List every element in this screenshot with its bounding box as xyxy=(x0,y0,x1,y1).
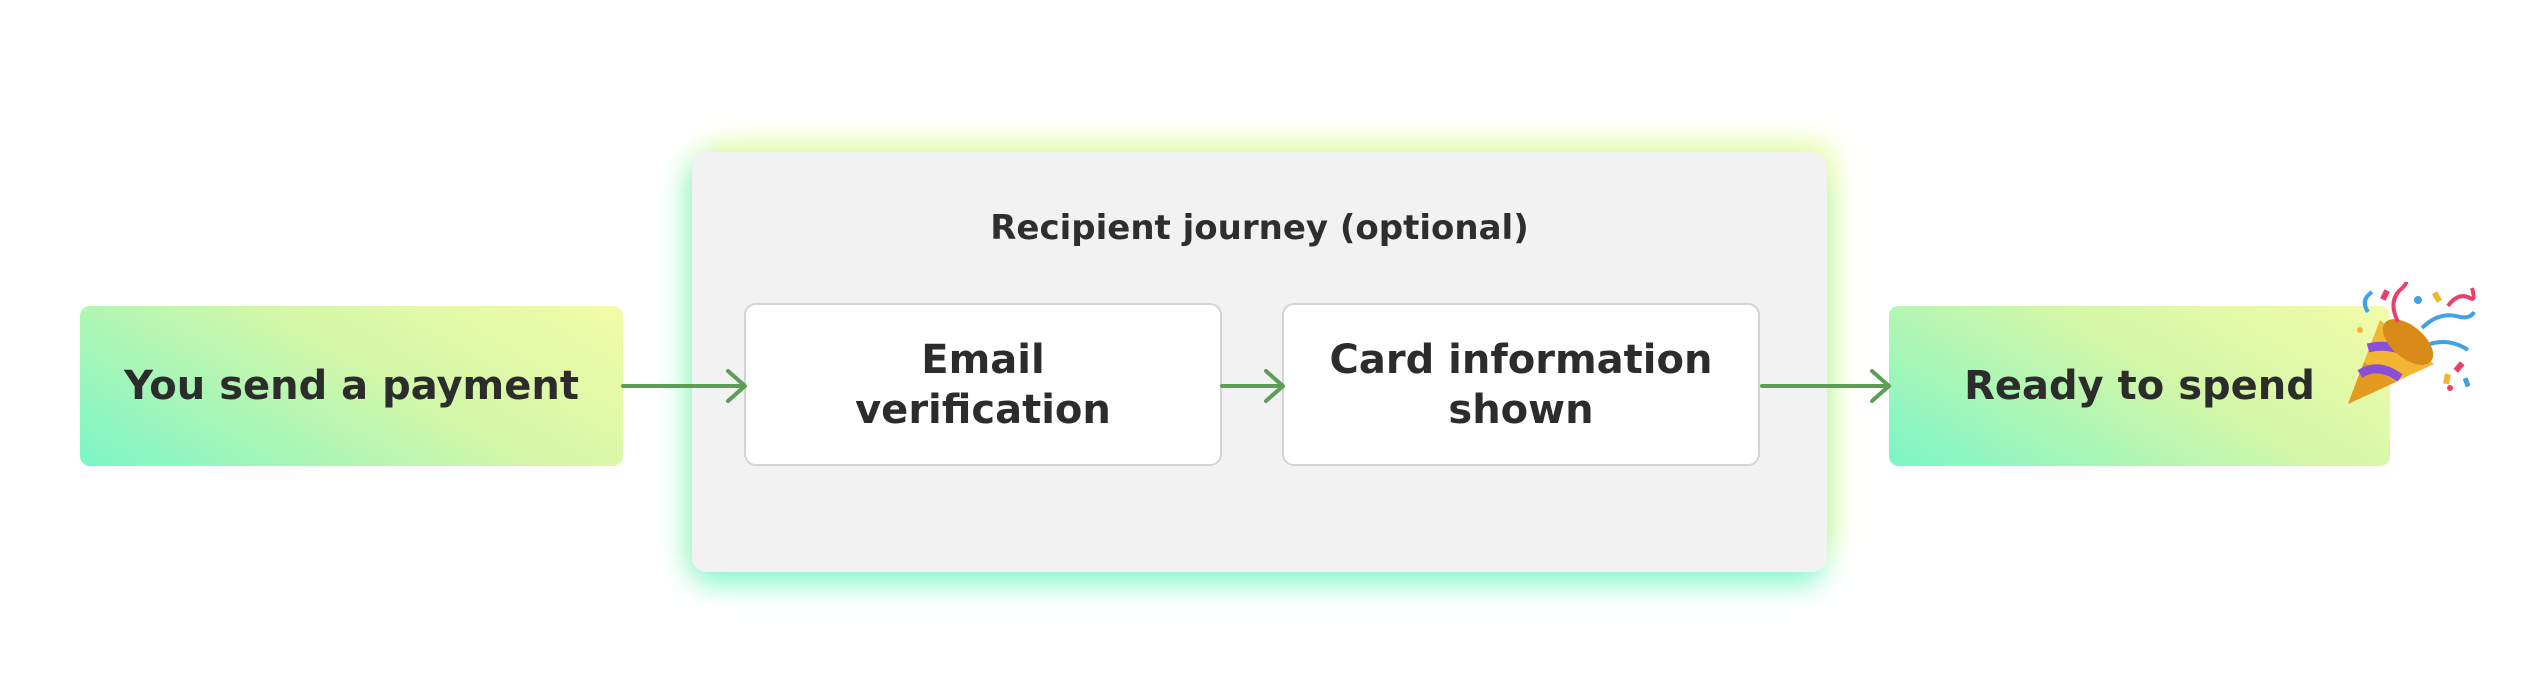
start-node: You send a payment xyxy=(80,306,623,466)
end-node-label: Ready to spend xyxy=(1964,363,2315,409)
recipient-journey-panel: Recipient journey (optional) Email verif… xyxy=(692,152,1827,572)
party-popper-icon xyxy=(2348,282,2476,404)
start-node-label: You send a payment xyxy=(124,363,579,409)
panel-title: Recipient journey (optional) xyxy=(990,208,1529,248)
step-email-line2: verification xyxy=(855,386,1111,433)
step-email-line1: Email xyxy=(921,336,1045,383)
step-card-line2: shown xyxy=(1448,386,1594,433)
end-node: Ready to spend xyxy=(1889,306,2390,466)
step-card-line1: Card information xyxy=(1329,336,1713,383)
step-email-verification: Email verification xyxy=(744,303,1222,466)
step-card-information: Card information shown xyxy=(1282,303,1760,466)
